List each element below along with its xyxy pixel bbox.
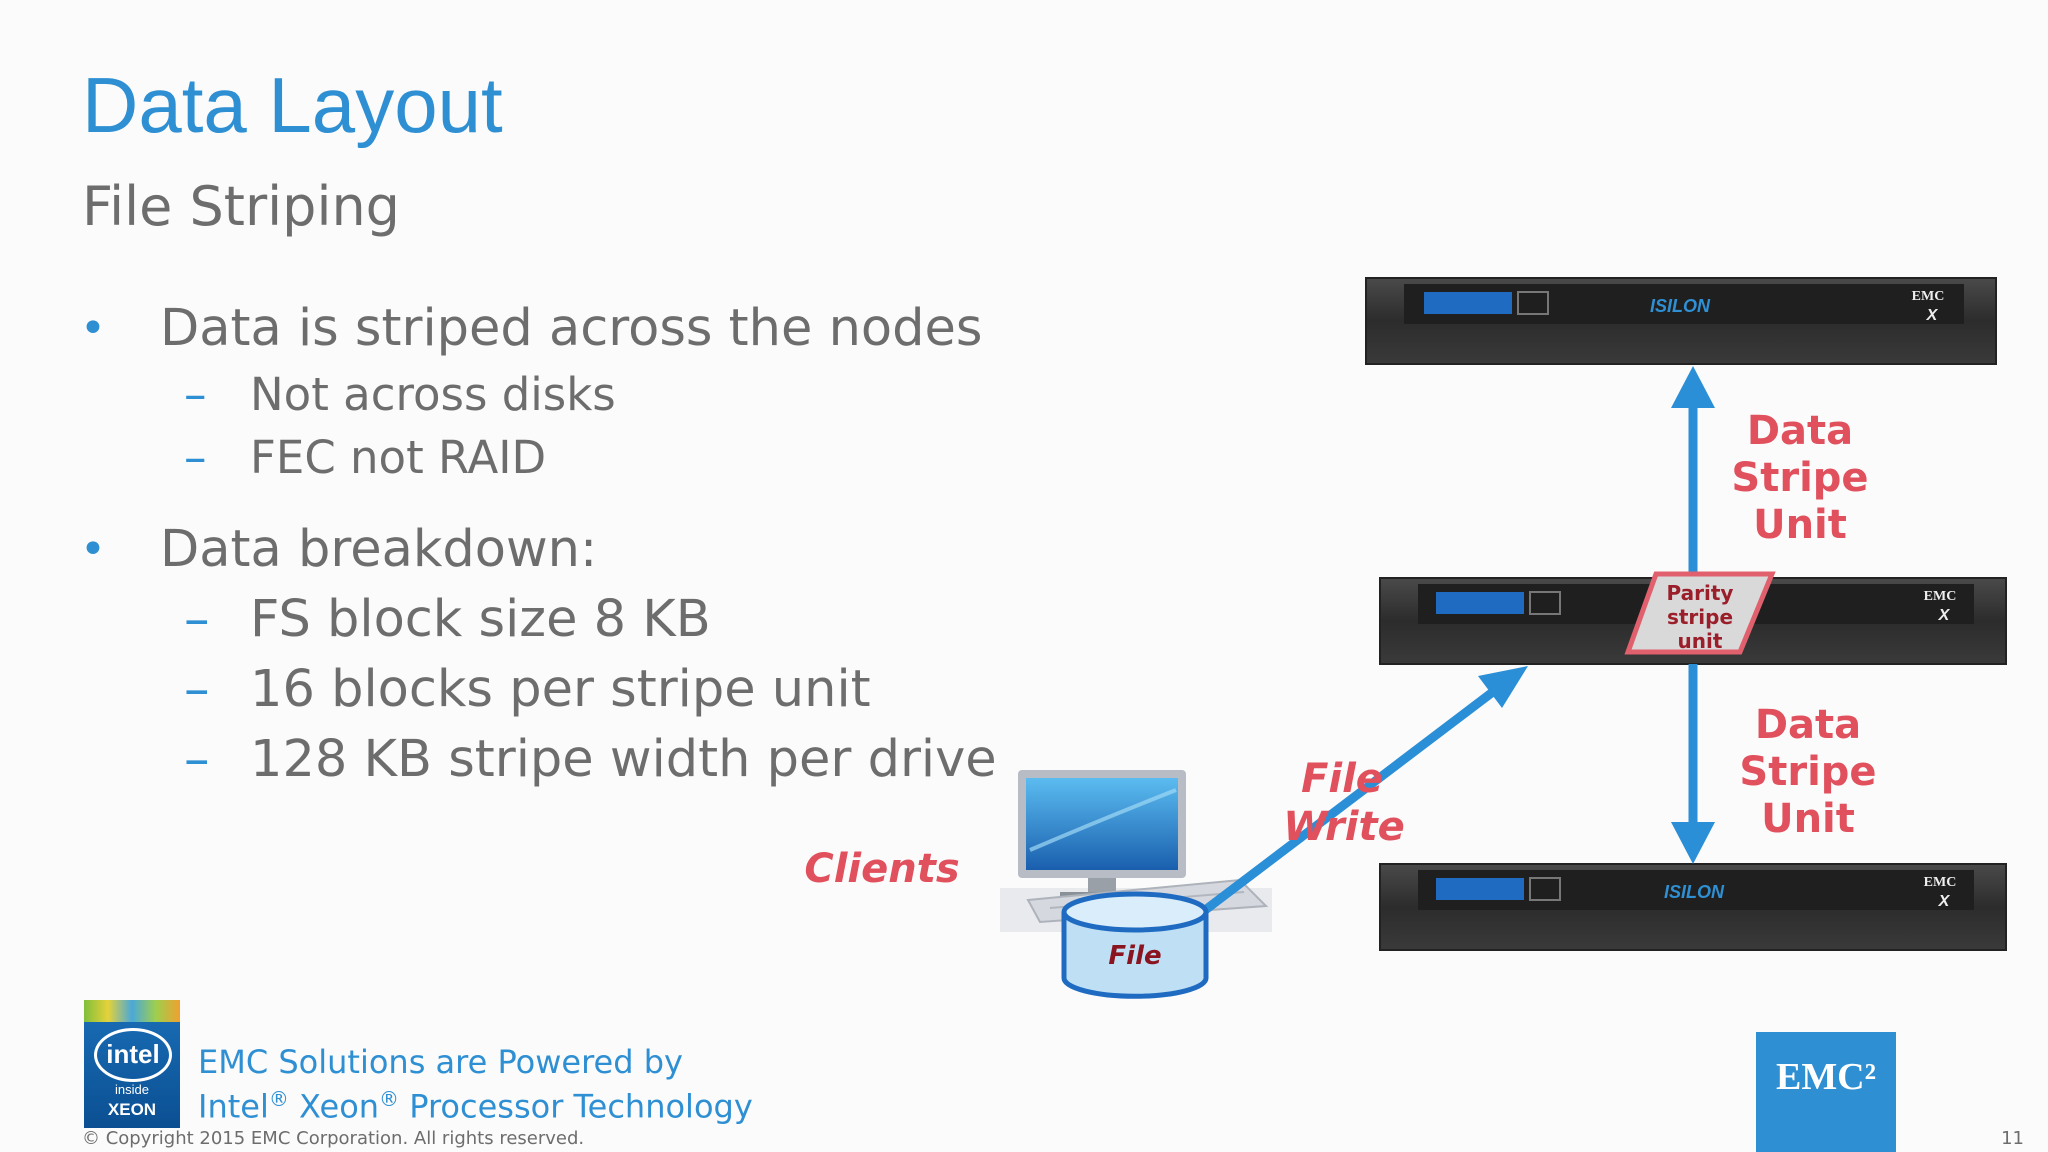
- data-stripe-label-line: Unit: [1753, 502, 1847, 548]
- node-control-icon: [1529, 591, 1561, 615]
- data-stripe-label-line: Unit: [1761, 796, 1855, 842]
- data-stripe-label-line: Data: [1747, 408, 1853, 454]
- parity-label-line: unit: [1678, 629, 1723, 653]
- powered-by-text: EMC Solutions are Powered by Intel® Xeon…: [198, 1044, 753, 1126]
- data-stripe-label-line: Stripe: [1739, 749, 1876, 795]
- file-cylinder-icon: File: [1061, 891, 1209, 999]
- powered-by-line-1: EMC Solutions are Powered by: [198, 1043, 683, 1081]
- intel-logo: intel: [94, 1028, 172, 1082]
- bullet-dot: •: [80, 524, 106, 575]
- arrow-down-to-bottom-node: [1671, 664, 1715, 864]
- node-model: X: [1938, 893, 1951, 910]
- node-display: [1436, 592, 1524, 614]
- sub-bullet-text: 16 blocks per stripe unit: [250, 660, 871, 719]
- file-write-label-line: File: [1301, 756, 1383, 802]
- node-display: [1436, 878, 1524, 900]
- intel-xeon-badge: intel inside XEON: [84, 1000, 180, 1128]
- intel-inside-text: inside: [115, 1082, 149, 1097]
- node-logo: ISILON: [1664, 882, 1725, 902]
- sub-bullet-dash: –: [184, 590, 210, 649]
- arrow-up-to-top-node: [1671, 366, 1715, 580]
- node-control-icon: [1517, 291, 1549, 315]
- data-stripe-label-top: Data Stripe Unit: [1731, 408, 1868, 548]
- page-number: 11: [2001, 1128, 2024, 1149]
- bullet-text: Data is striped across the nodes: [160, 299, 983, 358]
- sub-bullet-dash: –: [184, 730, 210, 789]
- data-stripe-label-bottom: Data Stripe Unit: [1739, 702, 1876, 842]
- node-brand: EMC: [1924, 589, 1957, 604]
- bullet-dot: •: [80, 303, 106, 354]
- storage-node-bottom: ISILON EMC X: [1379, 863, 2007, 951]
- node-model: X: [1938, 607, 1951, 624]
- slide-title: Data Layout: [82, 61, 503, 149]
- data-stripe-label-line: Data: [1755, 702, 1861, 748]
- sub-bullet-text: FS block size 8 KB: [250, 590, 711, 649]
- sub-bullet-dash: –: [184, 431, 207, 484]
- xeon-text: XEON: [107, 1100, 157, 1119]
- storage-node-top: ISILON EMC X: [1365, 277, 1997, 365]
- node-logo: ISILON: [1650, 296, 1711, 316]
- copyright-text: © Copyright 2015 EMC Corporation. All ri…: [82, 1128, 585, 1149]
- sub-bullet-dash: –: [184, 368, 207, 421]
- bullet-text: Data breakdown:: [160, 520, 598, 579]
- file-label: File: [1108, 941, 1161, 971]
- sub-bullet-text: Not across disks: [250, 368, 616, 421]
- node-control-icon: [1529, 877, 1561, 901]
- sub-bullet-text: 128 KB stripe width per drive: [250, 730, 997, 789]
- file-write-label-line: Write: [1283, 804, 1404, 850]
- clients-label: Clients: [804, 846, 959, 892]
- powered-by-line-2: Intel® Xeon® Processor Technology: [198, 1087, 753, 1126]
- parity-label-line: Parity: [1667, 581, 1734, 605]
- sub-bullet-text: FEC not RAID: [250, 431, 547, 484]
- data-stripe-label-line: Stripe: [1731, 455, 1868, 501]
- node-display: [1424, 292, 1512, 314]
- node-brand: EMC: [1912, 289, 1945, 304]
- parity-label-line: stripe: [1667, 605, 1733, 629]
- emc-logo: EMC²: [1756, 1032, 1896, 1152]
- sub-bullet-dash: –: [184, 660, 210, 719]
- node-model: X: [1926, 307, 1939, 324]
- slide-subtitle: File Striping: [82, 175, 400, 238]
- parity-stripe-unit: Parity stripe unit: [1624, 571, 1776, 655]
- file-write-arrow: [1189, 666, 1528, 924]
- node-brand: EMC: [1924, 875, 1957, 890]
